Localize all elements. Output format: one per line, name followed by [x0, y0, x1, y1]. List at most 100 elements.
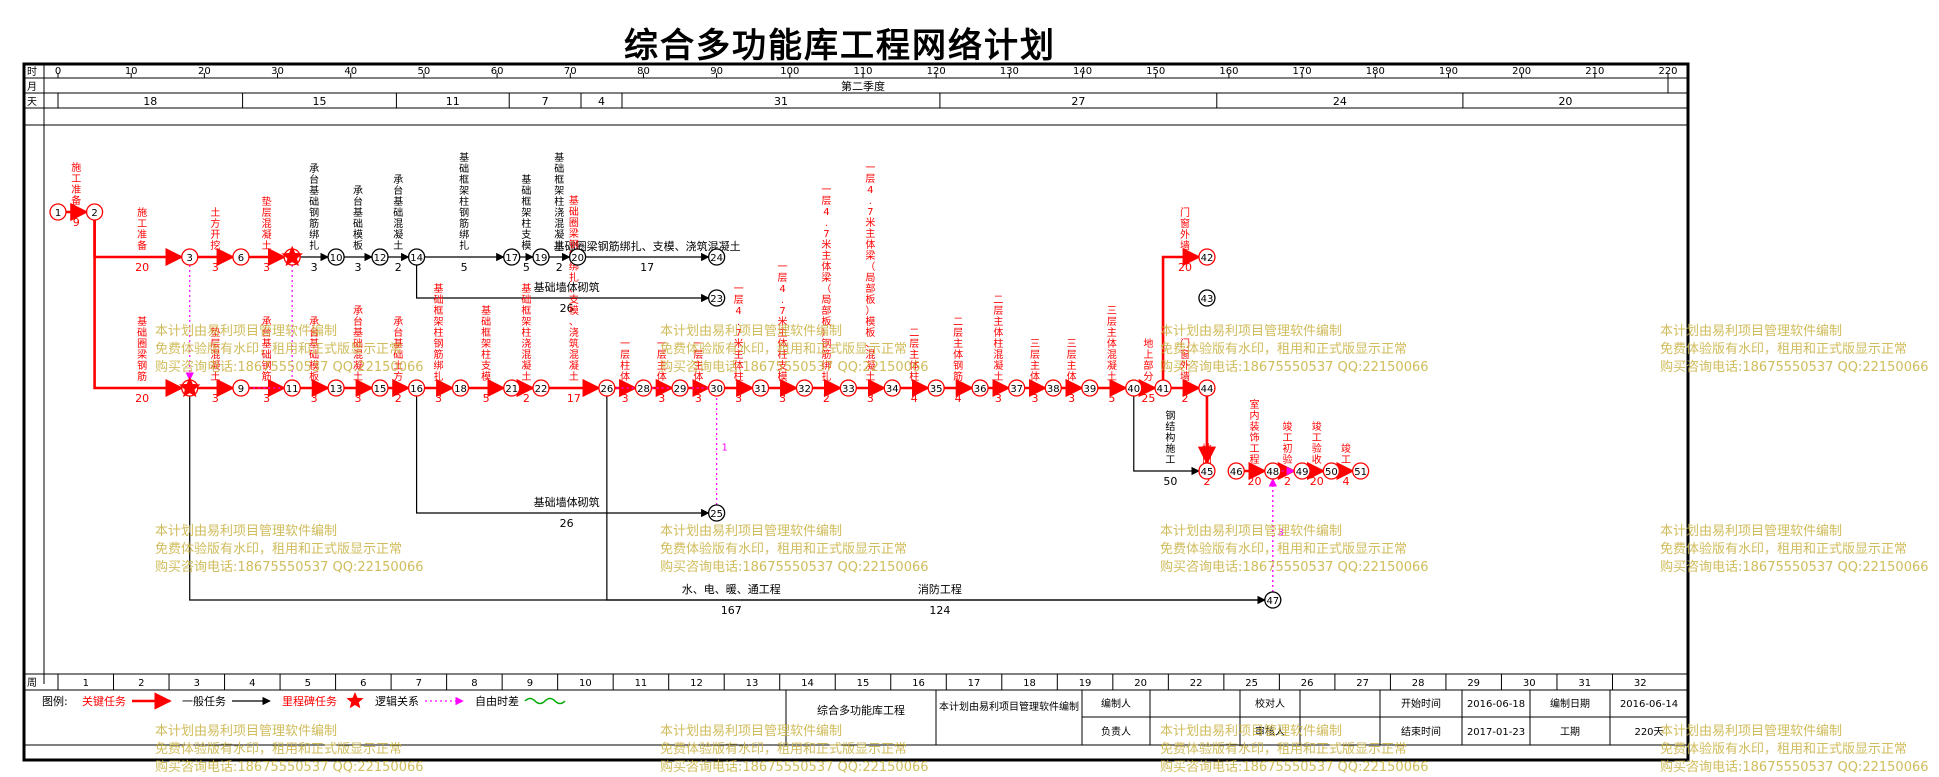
- activity-name: 承台基础混凝土: [393, 174, 403, 252]
- event-node-id: 47: [1266, 596, 1279, 607]
- activity-days: 5: [483, 392, 490, 405]
- event-node: [1198, 248, 1216, 266]
- info-date: 2016-06-14: [1620, 699, 1678, 710]
- info-project: 综合多功能库工程: [817, 703, 905, 717]
- activity-days: 20: [135, 392, 149, 405]
- info-reviewer-label: 审核人: [1255, 725, 1285, 738]
- activity-days: 3: [1068, 392, 1075, 405]
- event-node-id: 30: [710, 384, 723, 395]
- activity-name: 基础墙体砌筑: [534, 280, 600, 294]
- tick-label: 150: [1146, 66, 1165, 77]
- segment-label: 11: [446, 95, 460, 108]
- event-node: [634, 379, 653, 397]
- timescale-row-label: 时: [27, 66, 37, 78]
- info-duration: 220天: [1634, 727, 1663, 738]
- event-node-id: 1: [55, 208, 61, 219]
- tick-label: 30: [271, 66, 284, 77]
- event-node: [1198, 379, 1216, 397]
- event-node: [327, 379, 345, 397]
- activity-name: 承台基础钢筋绑扎: [309, 163, 319, 252]
- activity-days: 2: [1284, 475, 1291, 488]
- activity-name: 水、电、暖、通工程: [682, 583, 781, 596]
- activity-name: 基础框架柱钢筋绑扎: [459, 151, 469, 252]
- tick-label: 120: [927, 66, 946, 77]
- activity-days: 3: [867, 392, 874, 405]
- tick-label: 170: [1293, 66, 1312, 77]
- event-node-id: 20: [571, 253, 584, 264]
- bottom-ruler-cell: 12: [690, 678, 703, 689]
- activity-name: 室内装饰工程: [1250, 398, 1260, 466]
- bottom-ruler-cell: 6: [360, 678, 366, 689]
- event-node-id: 29: [674, 384, 687, 395]
- info-start: 2016-06-18: [1467, 699, 1525, 710]
- activity-days: 3: [311, 392, 318, 405]
- tick-label: 20: [198, 66, 211, 77]
- legend-item-text: 一般任务: [182, 695, 226, 708]
- bottom-ruler-cell: 17: [968, 678, 981, 689]
- milestone-star-icon: [178, 376, 201, 398]
- legend-float-icon: [524, 697, 566, 705]
- event-node-id: 12: [374, 253, 387, 264]
- activity-days: 3: [355, 261, 362, 274]
- activity-name: 地上部分: [1143, 337, 1153, 383]
- activity-name: 垫层混凝土: [210, 326, 220, 383]
- event-node: [532, 379, 550, 397]
- event-node-id: 46: [1230, 467, 1243, 478]
- info-editor-label: 编制人: [1101, 697, 1131, 710]
- event-node-id: 18: [454, 384, 467, 395]
- activity-days: 3: [212, 392, 219, 405]
- event-node: [232, 379, 250, 397]
- tick-label: 220: [1658, 66, 1677, 77]
- event-node-id: 11: [286, 384, 299, 395]
- activity-days: 4: [955, 392, 962, 405]
- activity-name: 基础框架柱浇混凝土: [554, 151, 564, 252]
- segment-label: 27: [1071, 95, 1085, 108]
- event-node-id: 35: [930, 384, 943, 395]
- event-node-id: 33: [842, 384, 855, 395]
- event-node: [1351, 462, 1370, 480]
- event-node: [407, 248, 426, 266]
- bottom-ruler-cell: 32: [1634, 678, 1647, 689]
- bottom-ruler-cell: 10: [579, 678, 592, 689]
- event-node-id: 50: [1325, 467, 1338, 478]
- activity-name: 承台基础模板: [309, 316, 319, 383]
- event-node-id: 43: [1201, 294, 1214, 305]
- logic-link-days: 1: [721, 443, 727, 454]
- bottom-ruler-cell: 30: [1523, 678, 1536, 689]
- event-node-id: 40: [1127, 384, 1140, 395]
- event-node-id: 3: [187, 253, 193, 264]
- tick-label: 90: [710, 66, 723, 77]
- timescale-row-label: 月: [27, 81, 37, 93]
- activity-days: 2: [395, 261, 402, 274]
- event-node-id: 38: [1047, 384, 1060, 395]
- event-node: [503, 248, 521, 266]
- activity-arrow: [415, 396, 710, 518]
- bottom-ruler-cell: 1: [83, 678, 89, 689]
- activity-days: 50: [1163, 475, 1177, 488]
- event-node: [1154, 379, 1172, 397]
- bottom-ruler-cell: 29: [1467, 678, 1480, 689]
- bottom-ruler-cell: 8: [471, 678, 477, 689]
- activity-days: 3: [311, 261, 318, 274]
- tick-label: 100: [780, 66, 799, 77]
- event-node: [181, 248, 199, 266]
- event-node-id: 13: [330, 384, 343, 395]
- activity-name: 基础圈梁钢筋: [137, 315, 147, 383]
- info-software: 本计划由易利项目管理软件编制: [939, 700, 1079, 713]
- event-node: [451, 379, 470, 397]
- event-node: [598, 379, 616, 397]
- activity-name: 竣工验收: [1312, 420, 1322, 466]
- segment-label: 24: [1333, 95, 1347, 108]
- event-node-id: 49: [1296, 467, 1309, 478]
- bottom-ruler-cell: 31: [1578, 678, 1591, 689]
- activity-days: 4: [911, 392, 918, 405]
- event-node-id: 42: [1201, 253, 1214, 264]
- event-node: [1264, 462, 1282, 480]
- tick-label: 70: [564, 66, 577, 77]
- activity-arrow: [1133, 396, 1200, 476]
- activity-name: 施工准备: [71, 161, 81, 207]
- event-node: [283, 379, 301, 397]
- event-node-id: 23: [710, 294, 723, 305]
